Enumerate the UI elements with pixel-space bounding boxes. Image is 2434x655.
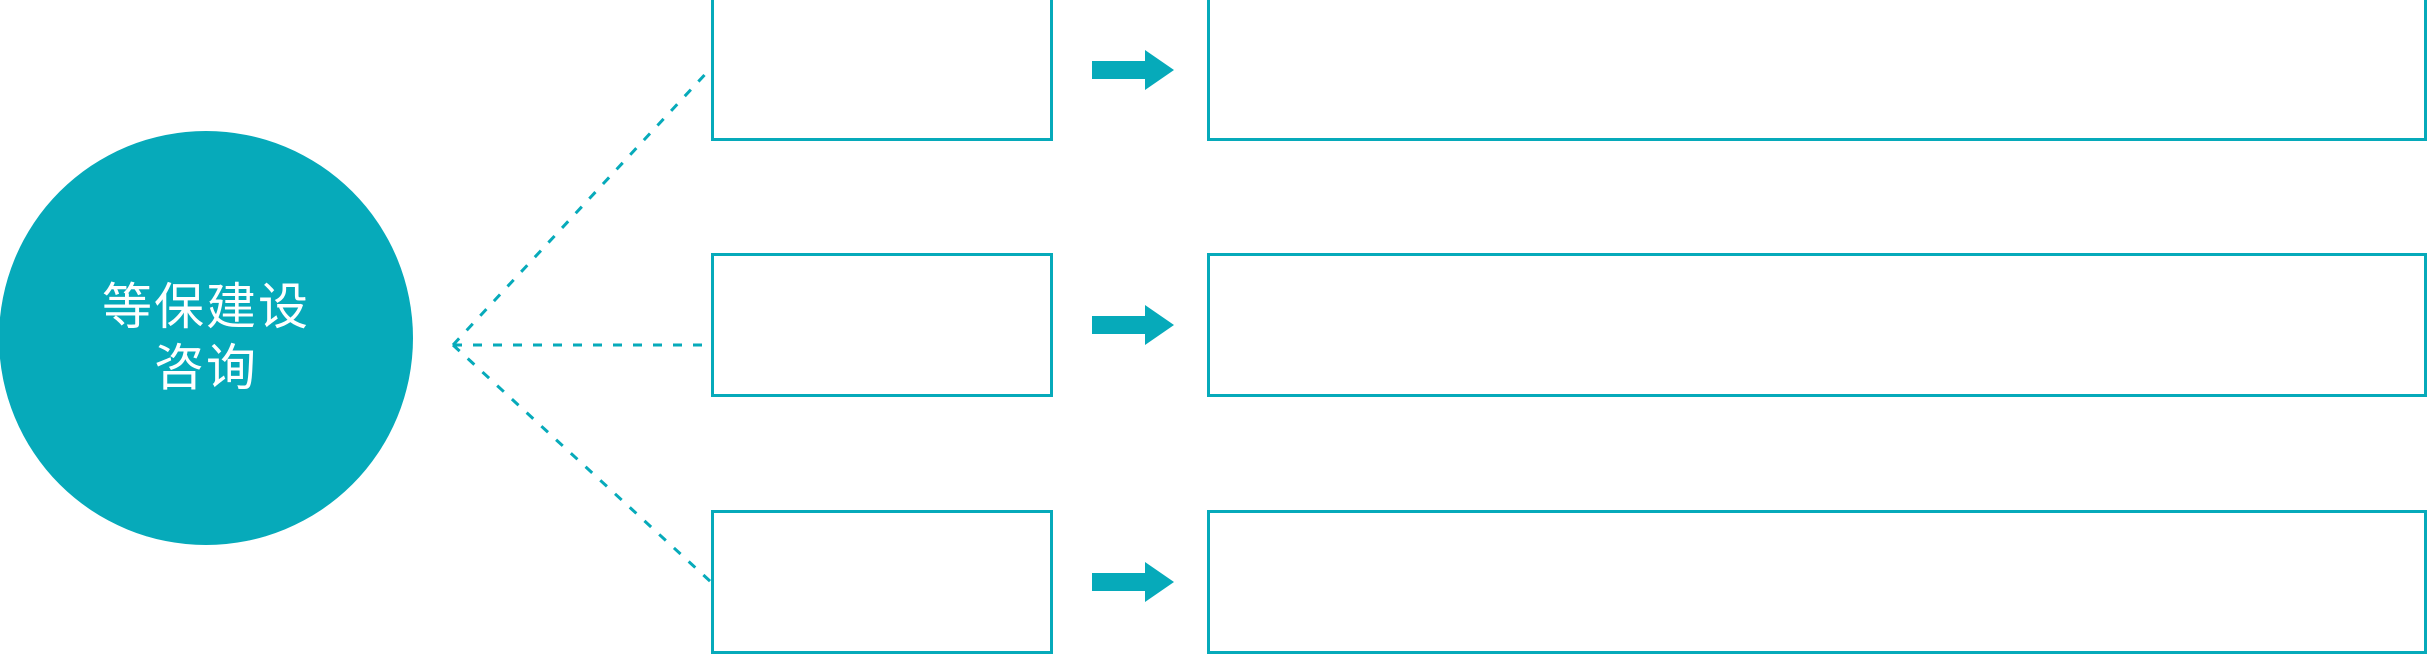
detail-box-1[interactable]	[1207, 0, 2427, 141]
row-2	[0, 253, 2434, 397]
detail-box-2[interactable]	[1207, 253, 2427, 397]
arrow-right-icon-1	[1092, 50, 1174, 90]
hub-label-line-2: 咨询	[154, 340, 258, 396]
stage-box-1[interactable]	[711, 0, 1053, 141]
detail-box-3[interactable]	[1207, 510, 2427, 654]
stage-box-2[interactable]	[711, 253, 1053, 397]
arrow-right-icon-3	[1092, 562, 1174, 602]
hub-circle[interactable]: 等保建设 咨询	[0, 131, 413, 545]
hub-label-line-1: 等保建设	[102, 279, 310, 335]
row-3	[0, 510, 2434, 655]
arrow-right-icon-2	[1092, 305, 1174, 345]
stage-box-3[interactable]	[711, 510, 1053, 654]
row-1	[0, 0, 2434, 155]
